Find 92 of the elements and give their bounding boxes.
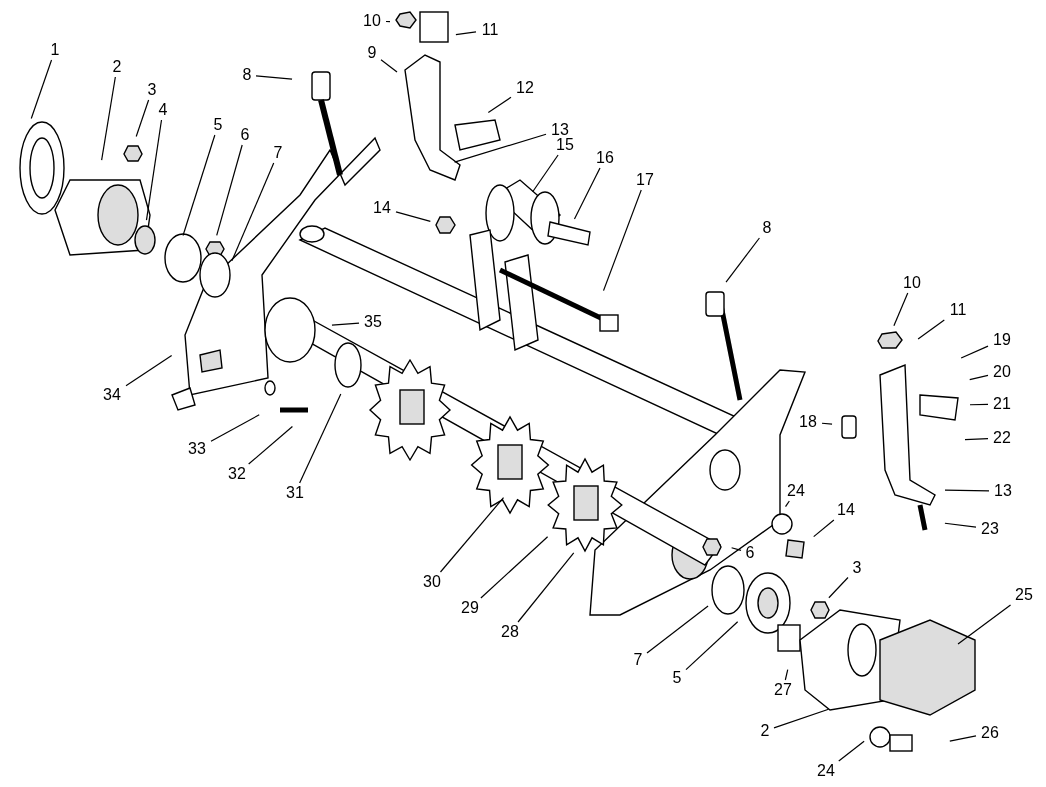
leader-line (944, 489, 990, 492)
leader-line (385, 20, 391, 23)
callout-number: 20 (992, 363, 1012, 381)
callout-number: 30 (422, 573, 442, 591)
callout-number: 9 (366, 44, 378, 62)
callout-number: 35 (363, 313, 383, 331)
leader-line (969, 374, 989, 381)
leader-line (380, 59, 398, 73)
callout-number: 32 (227, 465, 247, 483)
leader-line (517, 552, 575, 623)
leader-line (685, 621, 739, 671)
leader-line (216, 144, 243, 236)
leader-line (299, 393, 342, 484)
leader-line (784, 669, 789, 681)
leader-line (231, 162, 275, 262)
leader-line (725, 237, 760, 283)
leader-line (453, 133, 547, 163)
leader-line (964, 438, 989, 441)
leader-line (210, 414, 260, 442)
leader-line (969, 403, 989, 406)
leader-line (731, 547, 742, 552)
callout-number: 27 (773, 681, 793, 699)
callout-number: 34 (102, 386, 122, 404)
callout-number: 26 (980, 724, 1000, 742)
callout-number: 3 (851, 559, 863, 577)
callout-number: 24 (816, 762, 836, 780)
leader-line (395, 211, 431, 222)
leader-line (248, 425, 293, 465)
callout-number: 18 (798, 413, 818, 431)
leader-line (813, 519, 835, 538)
leader-line (602, 189, 642, 292)
callout-number: 13 (993, 482, 1013, 500)
callout-number: 28 (500, 623, 520, 641)
callout-number: 17 (635, 171, 655, 189)
callout-number: 10 (362, 12, 382, 30)
leader-line (784, 500, 790, 508)
callout-number: 14 (836, 501, 856, 519)
callout-number: 8 (761, 219, 773, 237)
leader-line (573, 167, 601, 220)
leader-line (439, 497, 505, 573)
leader-line (255, 75, 293, 80)
leader-line (960, 345, 989, 359)
leader-line (893, 292, 909, 327)
callout-number: 22 (992, 429, 1012, 447)
leader-line (944, 522, 977, 528)
callout-number: 6 (239, 126, 251, 144)
callout-number: 3 (146, 81, 158, 99)
leader-line (828, 576, 849, 599)
callout-number: 10 (902, 274, 922, 292)
leader-line (145, 119, 163, 221)
callout-number: 8 (241, 66, 253, 84)
leader-line (646, 605, 709, 654)
leader-line (101, 76, 116, 161)
callout-number: 14 (372, 199, 392, 217)
callout-number: 31 (285, 484, 305, 502)
leader-line (30, 59, 53, 120)
callout-number: 12 (515, 79, 535, 97)
callout-number: 6 (744, 544, 756, 562)
leader-line (135, 99, 150, 138)
leader-line (949, 735, 977, 742)
leader-line (838, 740, 865, 762)
leader-line (917, 319, 945, 340)
leader-line (821, 422, 833, 425)
callout-number: 11 (948, 301, 968, 319)
leader-line (957, 604, 1012, 645)
callout-number: 5 (212, 116, 224, 134)
callout-number: 23 (980, 520, 1000, 538)
callout-number: 7 (632, 651, 644, 669)
callout-number: 7 (272, 144, 284, 162)
callout-number: 16 (595, 149, 615, 167)
callout-number: 29 (460, 599, 480, 617)
leader-line (532, 154, 559, 193)
callout-number: 5 (671, 669, 683, 687)
callout-number: 15 (555, 136, 575, 154)
callout-number: 33 (187, 440, 207, 458)
callout-number: 25 (1014, 586, 1034, 604)
callout-number: 24 (786, 482, 806, 500)
callout-number: 1 (49, 41, 61, 59)
callout-number: 13 (550, 121, 570, 139)
leader-line (455, 31, 477, 36)
callout-number: 11 (480, 21, 500, 39)
callout-number: 2 (759, 722, 771, 740)
leader-line (125, 354, 173, 387)
leader-line (773, 708, 830, 729)
leader-line (487, 96, 512, 114)
callout-number: 4 (157, 101, 169, 119)
leader-line (480, 536, 549, 599)
callout-number: 2 (111, 58, 123, 76)
callout-number: 19 (992, 331, 1012, 349)
leader-line (182, 134, 216, 237)
callout-number: 21 (992, 395, 1012, 413)
leader-line (331, 322, 360, 326)
